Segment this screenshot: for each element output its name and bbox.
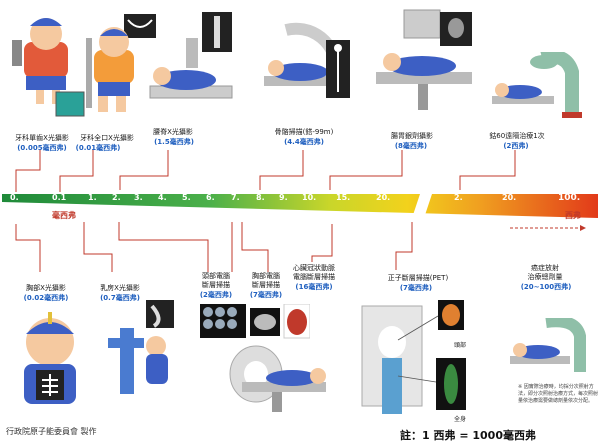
- chest-ct-label-2: 斷層掃描: [252, 281, 280, 289]
- dose-scale-svg: [2, 194, 598, 218]
- pet-body-label: 全身: [454, 416, 467, 423]
- tick-9: 9.: [279, 193, 288, 202]
- unit-msv-label: 毫西弗: [52, 211, 76, 220]
- dental-single-label: 牙科單齒X光攝影: [15, 134, 69, 142]
- dental-single-value: (0.005毫西弗): [17, 144, 67, 152]
- coronary-ct-label-1: 心臟冠狀動脈: [293, 264, 335, 272]
- pet-value: (7毫西弗): [399, 284, 433, 292]
- ct-scanner-illustration: [222, 344, 328, 416]
- head-ct-label-1: 頭部電腦: [202, 272, 230, 280]
- lumbar-value: (1.5毫西弗): [154, 138, 194, 146]
- chest-xray-illustration: [8, 312, 92, 410]
- lumbar-xray-illustration: [146, 8, 236, 118]
- chest-ct-value: (7毫西弗): [249, 291, 283, 299]
- cobalt60-label: 鈷60遠隔治療1次: [489, 132, 545, 140]
- cancer-therapy-value: (20~100西弗): [520, 283, 572, 291]
- dose-scale-bar: [0, 192, 600, 220]
- mammography-illustration: [104, 298, 184, 398]
- tick-7: 7.: [231, 193, 240, 202]
- pet-head-label: 頭部: [454, 342, 467, 349]
- gi-barium-illustration: [368, 6, 478, 118]
- head-ct-label-2: 斷層掃描: [202, 281, 230, 289]
- mammography-label: 乳房X光攝影: [100, 284, 140, 292]
- unit-conversion-note: 註：1 西弗 = 1000毫西弗: [400, 429, 536, 442]
- tick-2-sv: 2.: [454, 193, 463, 202]
- cobalt60-value: (2西弗): [503, 142, 529, 150]
- chest-xray-value: (0.02毫西弗): [23, 294, 69, 302]
- head-ct-value: (2毫西弗): [199, 291, 233, 299]
- bone-scan-illustration: [256, 20, 356, 118]
- tick-5: 5.: [182, 193, 191, 202]
- tick-2: 2.: [112, 193, 121, 202]
- tick-4: 4.: [158, 193, 167, 202]
- scale-break-gap: [412, 194, 432, 218]
- unit-sv-label: 西弗: [565, 211, 581, 220]
- dental-full-value: (0.01毫西弗): [75, 144, 121, 152]
- pet-label: 正子斷層掃描(PET): [387, 274, 449, 282]
- tick-20: 20.: [376, 193, 391, 202]
- scale-wedge: [2, 194, 598, 218]
- cancer-therapy-label-1: 癌症放射: [531, 264, 559, 272]
- tick-100-sv: 100.: [558, 193, 581, 203]
- tick-6: 6.: [206, 193, 215, 202]
- credit-text: 行政院原子能委員會 製作: [6, 427, 97, 436]
- dental-full-xray-illustration: [84, 8, 160, 118]
- tick-3: 3.: [134, 193, 143, 202]
- bone-scan-value: (4.4毫西弗): [284, 138, 324, 146]
- tick-10: 10.: [302, 193, 317, 202]
- gi-barium-value: (8毫西弗): [394, 142, 428, 150]
- chest-ct-label-1: 胸部電腦: [252, 272, 280, 280]
- coronary-ct-value: (16毫西弗): [295, 283, 333, 291]
- dental-single-xray-illustration: [6, 6, 86, 118]
- footnote: ※ 因實際治療時，均採分次照射方法，即分次照射治療方式，每次照射量依治療需要做總…: [518, 384, 599, 404]
- ct-scan-images: [200, 304, 310, 340]
- chest-xray-label: 胸部X光攝影: [26, 284, 66, 292]
- bone-scan-label: 骨骼掃描(鎝-99m): [274, 128, 334, 136]
- dental-full-label: 牙科全口X光攝影: [80, 134, 134, 142]
- tick-15: 15.: [336, 193, 351, 202]
- mammography-value: (0.7毫西弗): [100, 294, 140, 302]
- cobalt60-therapy-illustration: [486, 52, 586, 118]
- lumbar-label: 腰脊X光攝影: [153, 128, 193, 136]
- cancer-therapy-label-2: 治療總劑量: [527, 273, 563, 281]
- tick-1: 1.: [88, 193, 97, 202]
- tick-20-sv: 20.: [502, 193, 517, 202]
- radiotherapy-illustration: [506, 318, 596, 380]
- gi-barium-label: 腸胃銀劑攝影: [391, 132, 433, 140]
- coronary-ct-label-2: 電腦斷層掃描: [293, 273, 335, 281]
- tick-8: 8.: [256, 193, 265, 202]
- tick-0: 0.: [10, 193, 19, 202]
- tick-0-1: 0.1: [52, 193, 67, 202]
- pet-scanner-illustration: [358, 296, 478, 418]
